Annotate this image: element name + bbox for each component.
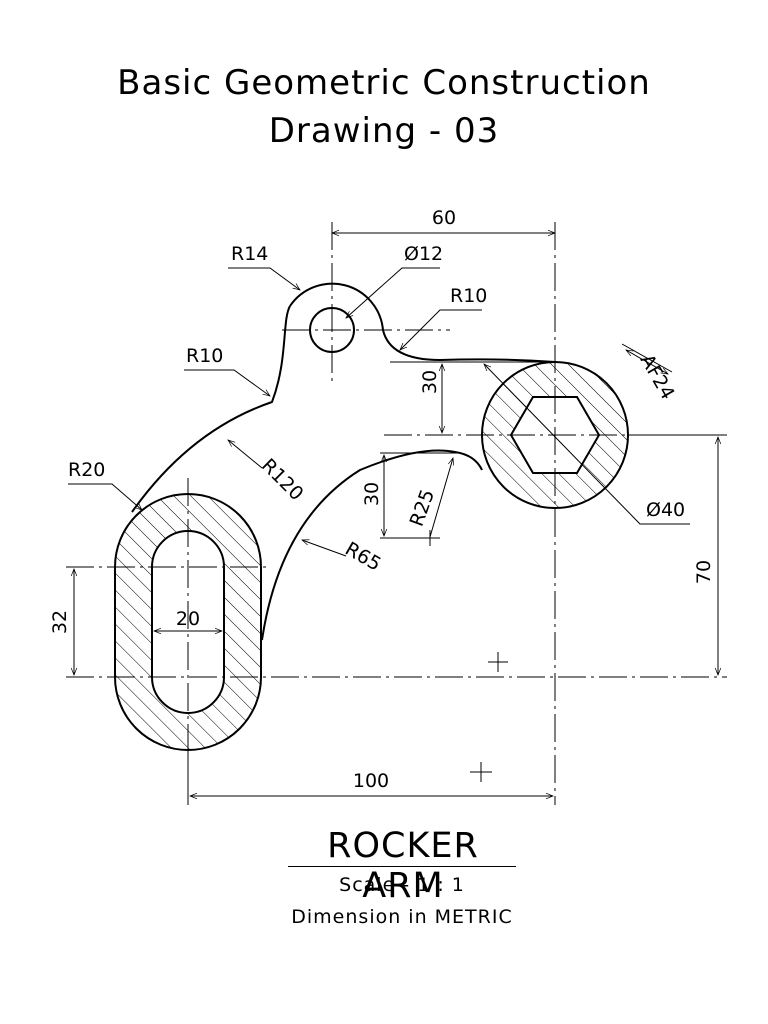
leader-phi12 bbox=[345, 267, 440, 319]
dim-text-af24: AF24 bbox=[636, 351, 679, 404]
leader-r20 bbox=[68, 483, 143, 511]
leader-r14 bbox=[228, 267, 301, 291]
leader-r25 bbox=[429, 457, 455, 538]
scale-label: Scale - 1 : 1 bbox=[339, 874, 465, 896]
units-label: Dimension in METRIC bbox=[291, 906, 513, 928]
dim-text-32: 32 bbox=[49, 610, 71, 634]
leader-r10-left bbox=[184, 369, 271, 397]
dimension-lines bbox=[70, 229, 722, 800]
leader-r120 bbox=[227, 439, 263, 469]
dim-text-r65: R65 bbox=[341, 538, 384, 576]
dim-text-20: 20 bbox=[176, 608, 200, 630]
slot-hatched-section bbox=[114, 493, 262, 751]
leader-lines bbox=[68, 267, 690, 557]
part-name-underline bbox=[288, 866, 516, 867]
leader-r65 bbox=[301, 539, 347, 557]
part-name: ROCKER ARM bbox=[327, 826, 479, 906]
drawing-title-line2: Drawing - 03 bbox=[268, 111, 500, 151]
upper-blend-outline bbox=[382, 329, 556, 363]
left-arm-outline bbox=[131, 305, 291, 513]
drawing-title-line1: Basic Geometric Construction bbox=[117, 63, 651, 103]
dim-text-r20: R20 bbox=[68, 459, 105, 481]
part-outline bbox=[131, 282, 556, 641]
dim-text-phi40: Ø40 bbox=[646, 499, 685, 521]
boss-outline bbox=[289, 282, 384, 331]
dim-text-100: 100 bbox=[353, 770, 389, 792]
dim-text-phi12: Ø12 bbox=[404, 243, 443, 265]
leader-phi40 bbox=[483, 363, 690, 525]
dim-line-af24 bbox=[625, 349, 669, 375]
dim-text-30-lower: 30 bbox=[361, 482, 383, 506]
centre-markers bbox=[422, 530, 508, 782]
dim-text-30-upper: 30 bbox=[419, 370, 441, 394]
lower-arm-outline bbox=[261, 449, 483, 641]
dim-text-60: 60 bbox=[432, 207, 456, 229]
dim-text-r120: R120 bbox=[257, 454, 308, 505]
dim-text-70: 70 bbox=[693, 560, 715, 584]
dim-text-r10-left: R10 bbox=[186, 345, 223, 367]
leader-r10-upper bbox=[399, 309, 482, 351]
extension-lines bbox=[187, 343, 727, 805]
pin-hole-circle bbox=[309, 307, 355, 353]
dim-text-r14: R14 bbox=[231, 243, 268, 265]
dim-text-r10-upper: R10 bbox=[450, 285, 487, 307]
